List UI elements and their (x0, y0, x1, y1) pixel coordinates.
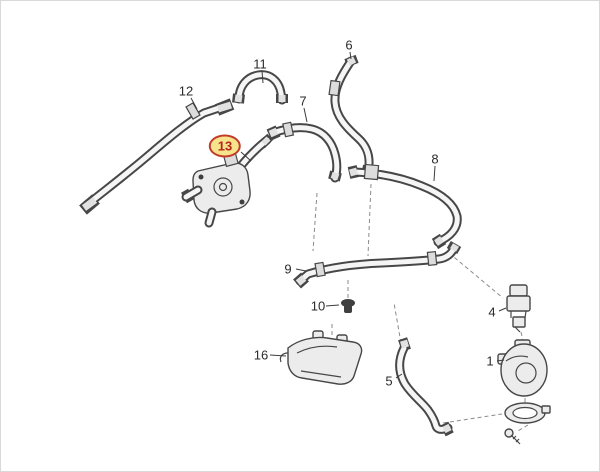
thermostat-housing-13[interactable] (181, 133, 274, 228)
sensor-4[interactable] (506, 284, 531, 333)
hose-11[interactable] (232, 70, 288, 105)
callout-16[interactable]: 16 (253, 347, 269, 363)
bolt[interactable] (504, 428, 521, 445)
callout-10[interactable]: 10 (310, 298, 326, 314)
dashed-connector-lines (312, 183, 529, 433)
hose-8[interactable] (347, 163, 462, 250)
grommet-10[interactable] (341, 299, 355, 313)
callout-11[interactable]: 11 (253, 56, 267, 72)
bracket-16[interactable] (279, 330, 363, 385)
callout-leader-lines (190, 51, 507, 379)
hose-5[interactable] (395, 337, 454, 437)
callout-4[interactable]: 4 (488, 304, 496, 320)
hose-7[interactable] (266, 121, 342, 183)
callout-12[interactable]: 12 (178, 83, 194, 99)
callout-1[interactable]: 1 (486, 353, 494, 369)
callout-5[interactable]: 5 (385, 373, 393, 389)
callout-13-highlighted[interactable]: 13 (208, 134, 242, 158)
water-pump-1[interactable] (497, 339, 548, 397)
clamp-ring[interactable] (504, 402, 551, 424)
hose-9[interactable] (293, 241, 462, 289)
callout-9[interactable]: 9 (284, 261, 292, 277)
callout-8[interactable]: 8 (431, 151, 439, 167)
callout-7[interactable]: 7 (299, 93, 307, 109)
callout-6[interactable]: 6 (345, 37, 353, 53)
